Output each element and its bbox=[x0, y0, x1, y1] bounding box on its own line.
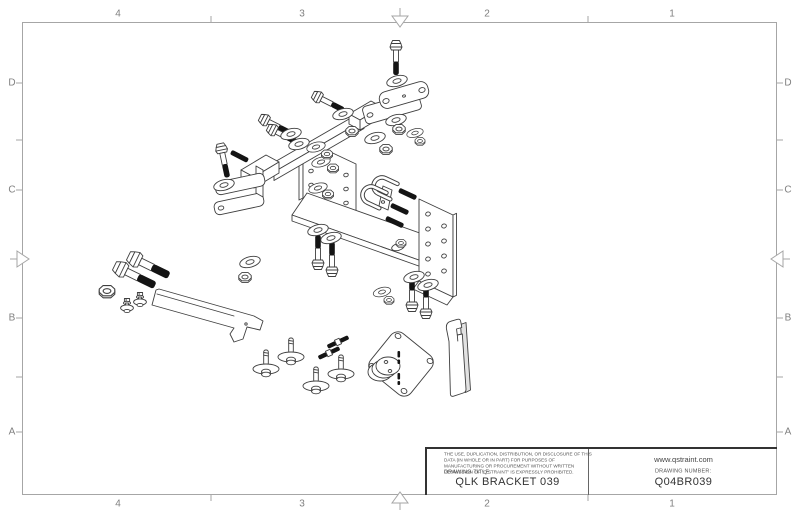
rail-top-bar bbox=[378, 81, 430, 109]
zone-label-left-b: B bbox=[8, 312, 16, 324]
drawing-border bbox=[10, 8, 790, 510]
zone-label-top-4: 4 bbox=[115, 8, 121, 20]
drawing-number-label: DRAWING NUMBER: bbox=[655, 468, 712, 474]
centering-mark-bottom bbox=[391, 491, 409, 510]
zone-label-right-b: B bbox=[784, 312, 792, 324]
zone-label-left-d: D bbox=[8, 77, 16, 89]
hook-bracket bbox=[445, 318, 471, 397]
legal-notice: THE USE, DUPLICATION, DISTRIBUTION, OR D… bbox=[444, 451, 592, 475]
striker-plate bbox=[151, 288, 264, 343]
zone-label-top-1: 1 bbox=[669, 8, 675, 20]
zone-label-bottom-4: 4 bbox=[115, 498, 121, 510]
zone-label-right-d: D bbox=[784, 77, 792, 89]
bracket-assembly-art bbox=[98, 40, 471, 397]
zone-label-right-c: C bbox=[784, 184, 792, 196]
zone-label-left-a: A bbox=[8, 426, 16, 438]
drawing-number: Q04BR039 bbox=[654, 476, 713, 488]
zone-ticks-vertical bbox=[16, 139, 783, 378]
u-bolt bbox=[360, 175, 418, 229]
title-block: THE USE, DUPLICATION, DISTRIBUTION, OR D… bbox=[425, 447, 777, 495]
centering-mark-left bbox=[10, 250, 30, 268]
zone-label-top-2: 2 bbox=[484, 8, 490, 20]
drawing-title-label: DRAWING TITLE: bbox=[444, 469, 492, 475]
stud-washer-assemblies bbox=[252, 333, 355, 395]
zone-label-top-3: 3 bbox=[299, 8, 305, 20]
centering-mark-top bbox=[391, 8, 409, 28]
zone-label-right-a: A bbox=[784, 426, 792, 438]
zone-label-bottom-1: 1 bbox=[669, 498, 675, 510]
centering-mark-right bbox=[770, 250, 790, 268]
title-block-divider bbox=[588, 449, 589, 495]
zone-label-bottom-3: 3 bbox=[299, 498, 305, 510]
website-text: www.qstraint.com bbox=[654, 455, 713, 464]
row-label-dashes bbox=[16, 82, 783, 433]
zone-label-bottom-2: 2 bbox=[484, 498, 490, 510]
drawing-title: QLK BRACKET 039 bbox=[455, 476, 560, 488]
zone-label-left-c: C bbox=[8, 184, 16, 196]
zone-ticks-horizontal bbox=[210, 16, 589, 501]
mounting-plate bbox=[367, 331, 434, 397]
